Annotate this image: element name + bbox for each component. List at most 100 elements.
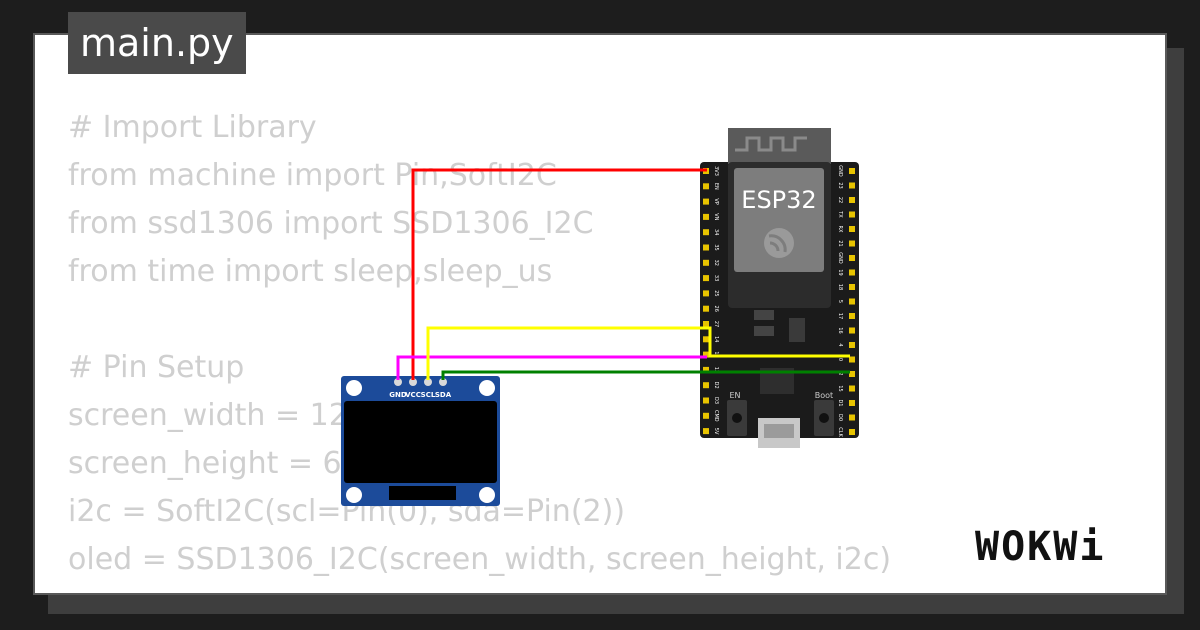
esp32-pin-label: 4: [837, 343, 843, 346]
esp32-pin-left[interactable]: [703, 275, 709, 282]
oled-pin-label-scl: SCL: [421, 391, 436, 399]
esp32-pin-left[interactable]: [703, 305, 709, 312]
oled-pin[interactable]: [424, 378, 432, 386]
oled-pin[interactable]: [409, 378, 417, 386]
esp32-pin-label: 14: [713, 336, 719, 342]
esp32-pin-right[interactable]: [849, 371, 855, 377]
esp32-pin-right[interactable]: [849, 211, 855, 218]
oled-pin[interactable]: [439, 378, 447, 386]
esp32-pin-right[interactable]: [849, 197, 855, 203]
esp32-pin-label: 2: [837, 372, 843, 375]
esp32-pin-label: GND: [837, 252, 843, 264]
code-line: # Pin Setup: [68, 350, 245, 385]
esp32-pin-left[interactable]: [703, 412, 709, 419]
esp32-pin-right[interactable]: [849, 298, 855, 305]
wire-scl[interactable]: [426, 326, 850, 380]
esp32-pin-left[interactable]: [703, 428, 709, 435]
esp32-pin-label: TX: [837, 210, 843, 218]
esp32-pin-label: RX: [837, 226, 843, 233]
esp32-pin-right[interactable]: [849, 168, 855, 174]
esp32-pin-label: CMD: [713, 410, 719, 422]
esp32-pin-right[interactable]: [849, 414, 855, 421]
esp32-pin-label: D3: [713, 397, 719, 404]
esp32-pin-label: 22: [837, 197, 843, 203]
esp32-pin-label: 5V: [713, 428, 719, 435]
code-line: from time import sleep,sleep_us: [68, 254, 553, 289]
esp32-pin-headers: [703, 168, 855, 435]
smd-component: [754, 326, 774, 336]
esp32-pin-left[interactable]: [703, 336, 709, 343]
esp32-pin-label: 25: [713, 290, 719, 296]
antenna-trace: [735, 136, 807, 152]
esp32-pin-label: 5: [837, 300, 843, 303]
esp32-pin-label: D0: [837, 414, 843, 421]
esp32-pin-right[interactable]: [849, 385, 855, 392]
esp32-pin-label: 26: [713, 306, 719, 312]
esp32-pin-label: VP: [713, 198, 719, 204]
oled-pin-label-vcc: VCC: [405, 391, 421, 399]
esp32-pin-labels: 3V3ENVPVN34353233252627141213D2D3CMD5VGN…: [713, 165, 843, 437]
boot-button-label: Boot: [815, 391, 833, 400]
espressif-icon: [764, 228, 794, 258]
esp32-pin-left[interactable]: [703, 366, 709, 373]
wire-sda[interactable]: [441, 370, 850, 380]
esp32-pin-label: 17: [837, 313, 843, 319]
voltage-regulator: [789, 318, 805, 342]
en-button-cap: [732, 413, 742, 423]
oled-display[interactable]: GND VCC SCL SDA: [341, 376, 500, 506]
esp32-board[interactable]: ESP32 EN Boot 3V3ENVPVN34353233252627141…: [700, 128, 859, 448]
esp32-pin-label: CLK: [837, 427, 843, 437]
esp32-shield: [734, 168, 824, 272]
esp32-pin-left[interactable]: [703, 382, 709, 389]
esp32-pin-label: 19: [837, 269, 843, 275]
esp32-pin-left[interactable]: [703, 244, 709, 251]
smd-component: [754, 310, 774, 320]
esp32-pin-label: 3V3: [713, 166, 719, 176]
esp32-pin-right[interactable]: [849, 342, 855, 348]
esp32-pin-right[interactable]: [849, 182, 855, 189]
oled-pin-headers: [394, 378, 447, 386]
esp32-pin-label: 23: [837, 182, 843, 188]
code-line: from machine import Pin,SoftI2C: [68, 158, 557, 193]
oled-pin-label-sda: SDA: [435, 391, 452, 399]
esp32-pin-left[interactable]: [703, 397, 709, 404]
esp32-pin-right[interactable]: [849, 255, 855, 261]
esp32-pin-right[interactable]: [849, 269, 855, 276]
esp32-pin-label: 13: [713, 367, 719, 373]
esp32-pin-label: EN: [713, 183, 719, 190]
esp32-pin-left[interactable]: [703, 351, 709, 358]
en-button-label: EN: [729, 391, 740, 400]
esp32-pin-right[interactable]: [849, 284, 855, 290]
esp32-pin-right[interactable]: [849, 313, 855, 319]
boot-button-cap: [819, 413, 829, 423]
preview-card: [33, 33, 1167, 595]
wire-gnd[interactable]: [396, 355, 707, 380]
esp32-pin-right[interactable]: [849, 400, 855, 406]
esp32-pin-label: VN: [713, 213, 719, 220]
esp32-pin-left[interactable]: [703, 259, 709, 266]
esp32-pin-left[interactable]: [703, 321, 709, 327]
esp32-pin-left[interactable]: [703, 213, 709, 220]
wire-vcc[interactable]: [411, 168, 707, 380]
esp32-pin-right[interactable]: [849, 240, 855, 247]
esp32-pin-right[interactable]: [849, 356, 855, 363]
oled-ribbon: [389, 486, 456, 500]
esp32-pin-label: 35: [713, 244, 719, 250]
esp32-pin-left[interactable]: [703, 290, 709, 297]
esp32-pin-label: 16: [837, 327, 843, 333]
esp32-pin-right[interactable]: [849, 429, 855, 435]
esp32-pin-label: 15: [837, 385, 843, 391]
file-tab[interactable]: main.py: [68, 12, 246, 74]
code-line: oled = SSD1306_I2C(screen_width, screen_…: [68, 542, 892, 577]
esp32-pin-right[interactable]: [849, 226, 855, 232]
esp32-pin-right[interactable]: [849, 327, 855, 334]
oled-pin[interactable]: [394, 378, 402, 386]
esp32-pin-label: 21: [837, 240, 843, 246]
esp32-pin-label: 33: [713, 275, 719, 281]
esp32-pin-left[interactable]: [703, 183, 709, 190]
esp32-chip-label: ESP32: [741, 186, 816, 214]
esp32-pin-left[interactable]: [703, 198, 709, 205]
esp32-pin-label: 0: [837, 358, 843, 361]
esp32-pin-left[interactable]: [703, 229, 709, 236]
